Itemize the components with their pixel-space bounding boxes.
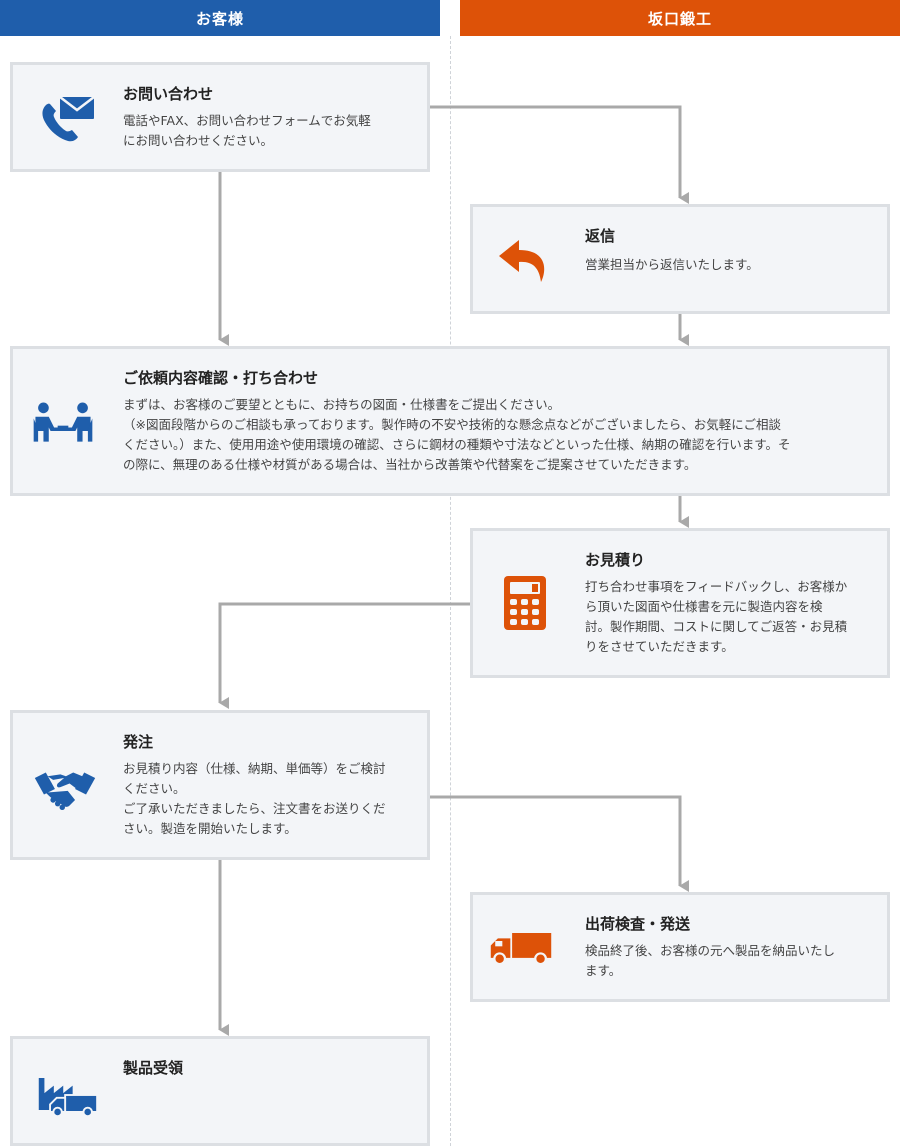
truck-icon (489, 921, 553, 977)
step-inquiry: お問い合わせ 電話やFAX、お問い合わせフォームでお気軽 にお問い合わせください… (10, 62, 430, 172)
arrow-order-to-shipping (430, 795, 689, 892)
step-description: 営業担当から返信いたします。 (585, 257, 759, 272)
step-title: お見積り (585, 551, 646, 569)
step-consultation: ご依頼内容確認・打ち合わせ まずは、お客様のご要望とともに、お持ちの図面・仕様書… (10, 346, 890, 496)
column-divider (450, 36, 451, 1146)
meeting-people-icon (31, 395, 95, 451)
arrow-inquiry-to-reply (430, 105, 689, 204)
step-description: 検品終了後、お客様の元へ製品を納品いたし ます。 (585, 943, 836, 978)
step-title: 出荷検査・発送 (585, 915, 691, 933)
step-title: 返信 (585, 227, 616, 245)
phone-mail-icon (35, 91, 99, 147)
step-title: 発注 (123, 733, 154, 751)
company-column-header: 坂口鍛工 (460, 0, 900, 36)
step-estimate: お見積り 打ち合わせ事項をフィードバックし、お客様か ら頂いた図面や仕様書を元に… (470, 528, 890, 678)
step-reply: 返信 営業担当から返信いたします。 (470, 204, 890, 314)
step-title: ご依頼内容確認・打ち合わせ (123, 369, 319, 387)
step-description: お見積り内容（仕様、納期、単価等）をご検討 ください。 ご了承いただきましたら、… (123, 761, 386, 836)
reply-arrow-icon (493, 233, 557, 289)
step-description: まずは、お客様のご要望とともに、お持ちの図面・仕様書をご提出ください。 （※図面… (123, 397, 791, 472)
step-description: 打ち合わせ事項をフィードバックし、お客様か ら頂いた図面や仕様書を元に製造内容を… (585, 579, 848, 654)
step-order: 発注 お見積り内容（仕様、納期、単価等）をご検討 ください。 ご了承いただきまし… (10, 710, 430, 860)
handshake-icon (33, 761, 97, 817)
factory-truck-icon (35, 1067, 99, 1123)
step-receipt: 製品受領 (10, 1036, 430, 1146)
step-description: 電話やFAX、お問い合わせフォームでお気軽 にお問い合わせください。 (123, 113, 371, 148)
customer-column-header: お客様 (0, 0, 440, 36)
step-shipping: 出荷検査・発送 検品終了後、お客様の元へ製品を納品いたし ます。 (470, 892, 890, 1002)
arrow-estimate-to-order (218, 602, 470, 709)
step-title: お問い合わせ (123, 85, 214, 103)
calculator-icon (493, 575, 557, 631)
step-title: 製品受領 (123, 1059, 184, 1077)
